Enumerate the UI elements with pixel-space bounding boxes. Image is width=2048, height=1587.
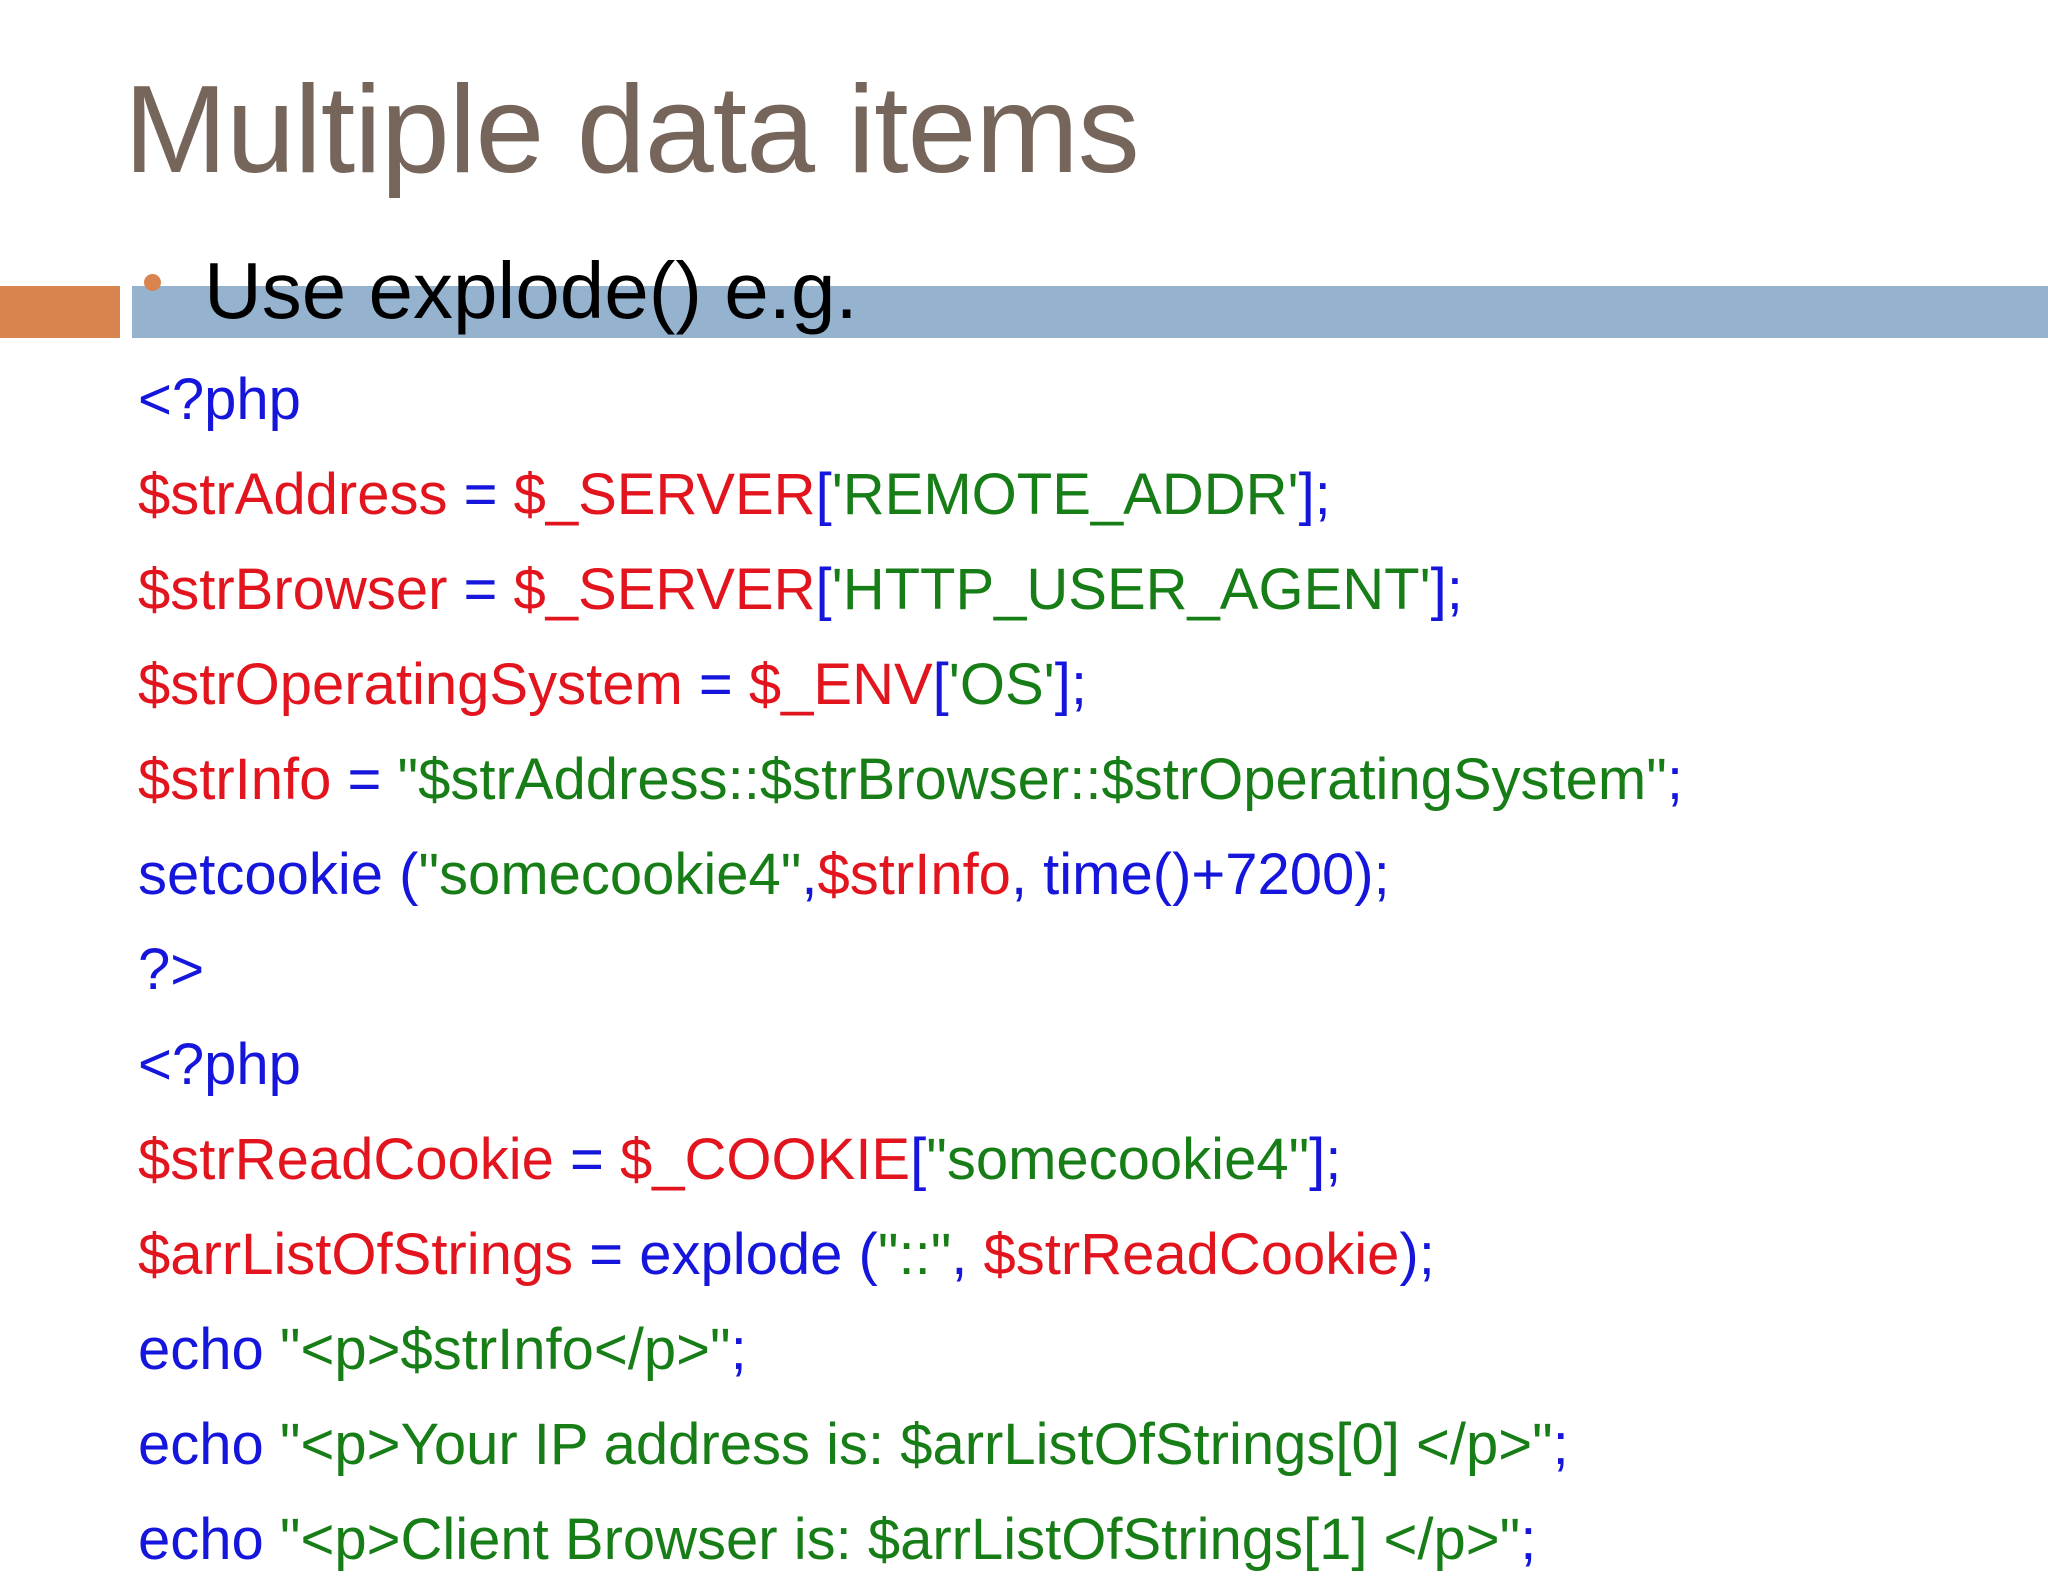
code-token: echo — [138, 1507, 280, 1572]
code-line-11: echo "<p>$strInfo</p>"; — [138, 1302, 1683, 1397]
code-token: ; — [1552, 1412, 1569, 1477]
bullet-dot-icon — [144, 274, 161, 291]
code-token: $strReadCookie — [138, 1127, 554, 1192]
code-token: <?php — [138, 367, 301, 432]
code-token: = — [553, 1127, 620, 1192]
code-token: "<p>$strInfo</p>" — [279, 1317, 731, 1382]
code-token: $arrListOfStrings — [138, 1222, 574, 1287]
code-token: setcookie ( — [138, 842, 419, 907]
accent-bar-orange — [0, 286, 120, 338]
code-token: $strBrowser — [138, 557, 448, 622]
code-token: $strInfo — [138, 747, 332, 812]
code-line-3: $strBrowser = $_SERVER['HTTP_USER_AGENT'… — [138, 542, 1683, 637]
code-token: = — [447, 557, 514, 622]
code-token: , — [951, 1222, 984, 1287]
code-token: ; — [1520, 1507, 1537, 1572]
code-token: ; — [730, 1317, 747, 1382]
code-token: ]; — [1309, 1127, 1342, 1192]
code-token: 'HTTP_USER_AGENT' — [831, 557, 1431, 622]
code-line-1: <?php — [138, 352, 1683, 447]
code-token: [ — [815, 557, 832, 622]
code-token: ?> — [138, 937, 205, 1002]
code-token: ]; — [1054, 652, 1087, 717]
code-token: 'REMOTE_ADDR' — [831, 462, 1299, 527]
code-token: [ — [910, 1127, 927, 1192]
bullet-text: Use explode() e.g. — [204, 246, 858, 335]
code-token: , time()+7200); — [1010, 842, 1390, 907]
code-token: ]; — [1298, 462, 1331, 527]
code-token: $strOperatingSystem — [138, 652, 683, 717]
code-token: "::" — [877, 1222, 952, 1287]
code-line-10: $arrListOfStrings = explode ("::", $strR… — [138, 1207, 1683, 1302]
code-line-8: <?php — [138, 1017, 1683, 1112]
code-token: [ — [932, 652, 949, 717]
code-token: "$strAddress::$strBrowser::$strOperating… — [397, 747, 1667, 812]
code-line-2: $strAddress = $_SERVER['REMOTE_ADDR']; — [138, 447, 1683, 542]
code-token: = — [573, 1222, 640, 1287]
code-line-6: setcookie ("somecookie4",$strInfo, time(… — [138, 827, 1683, 922]
code-token: "<p>Client Browser is: $arrListOfStrings… — [279, 1507, 1521, 1572]
code-token: echo — [138, 1317, 280, 1382]
code-token: = — [447, 462, 514, 527]
slide: Multiple data items Use explode() e.g. <… — [0, 61, 2048, 1572]
code-token: = — [682, 652, 749, 717]
code-line-9: $strReadCookie = $_COOKIE["somecookie4"]… — [138, 1112, 1683, 1207]
code-token: [ — [815, 462, 832, 527]
code-line-7: ?> — [138, 922, 1683, 1017]
code-token: "somecookie4" — [926, 1127, 1310, 1192]
accent-bar-blue — [132, 286, 2048, 338]
code-line-13: echo "<p>Client Browser is: $arrListOfSt… — [138, 1492, 1683, 1587]
code-token: $_SERVER — [513, 462, 816, 527]
code-token: ); — [1399, 1222, 1435, 1287]
code-line-5: $strInfo = "$strAddress::$strBrowser::$s… — [138, 732, 1683, 827]
code-token: echo — [138, 1412, 280, 1477]
code-token: <?php — [138, 1032, 301, 1097]
slide-title: Multiple data items — [124, 61, 1140, 199]
code-token: ; — [1666, 747, 1683, 812]
code-token: $_SERVER — [513, 557, 816, 622]
code-token: ]; — [1430, 557, 1463, 622]
code-token: "<p>Your IP address is: $arrListOfString… — [279, 1412, 1553, 1477]
code-token: 'OS' — [948, 652, 1055, 717]
code-block: <?php $strAddress = $_SERVER['REMOTE_ADD… — [138, 352, 1683, 1587]
code-token: $strReadCookie — [983, 1222, 1400, 1287]
code-token: "somecookie4" — [418, 842, 802, 907]
code-line-12: echo "<p>Your IP address is: $arrListOfS… — [138, 1397, 1683, 1492]
code-token: explode ( — [639, 1222, 878, 1287]
code-token: , — [801, 842, 818, 907]
code-token: $_COOKIE — [620, 1127, 911, 1192]
code-token: $strInfo — [817, 842, 1011, 907]
code-token: $strAddress — [138, 462, 448, 527]
code-line-4: $strOperatingSystem = $_ENV['OS']; — [138, 637, 1683, 732]
code-token: $_ENV — [748, 652, 933, 717]
code-token: = — [331, 747, 398, 812]
